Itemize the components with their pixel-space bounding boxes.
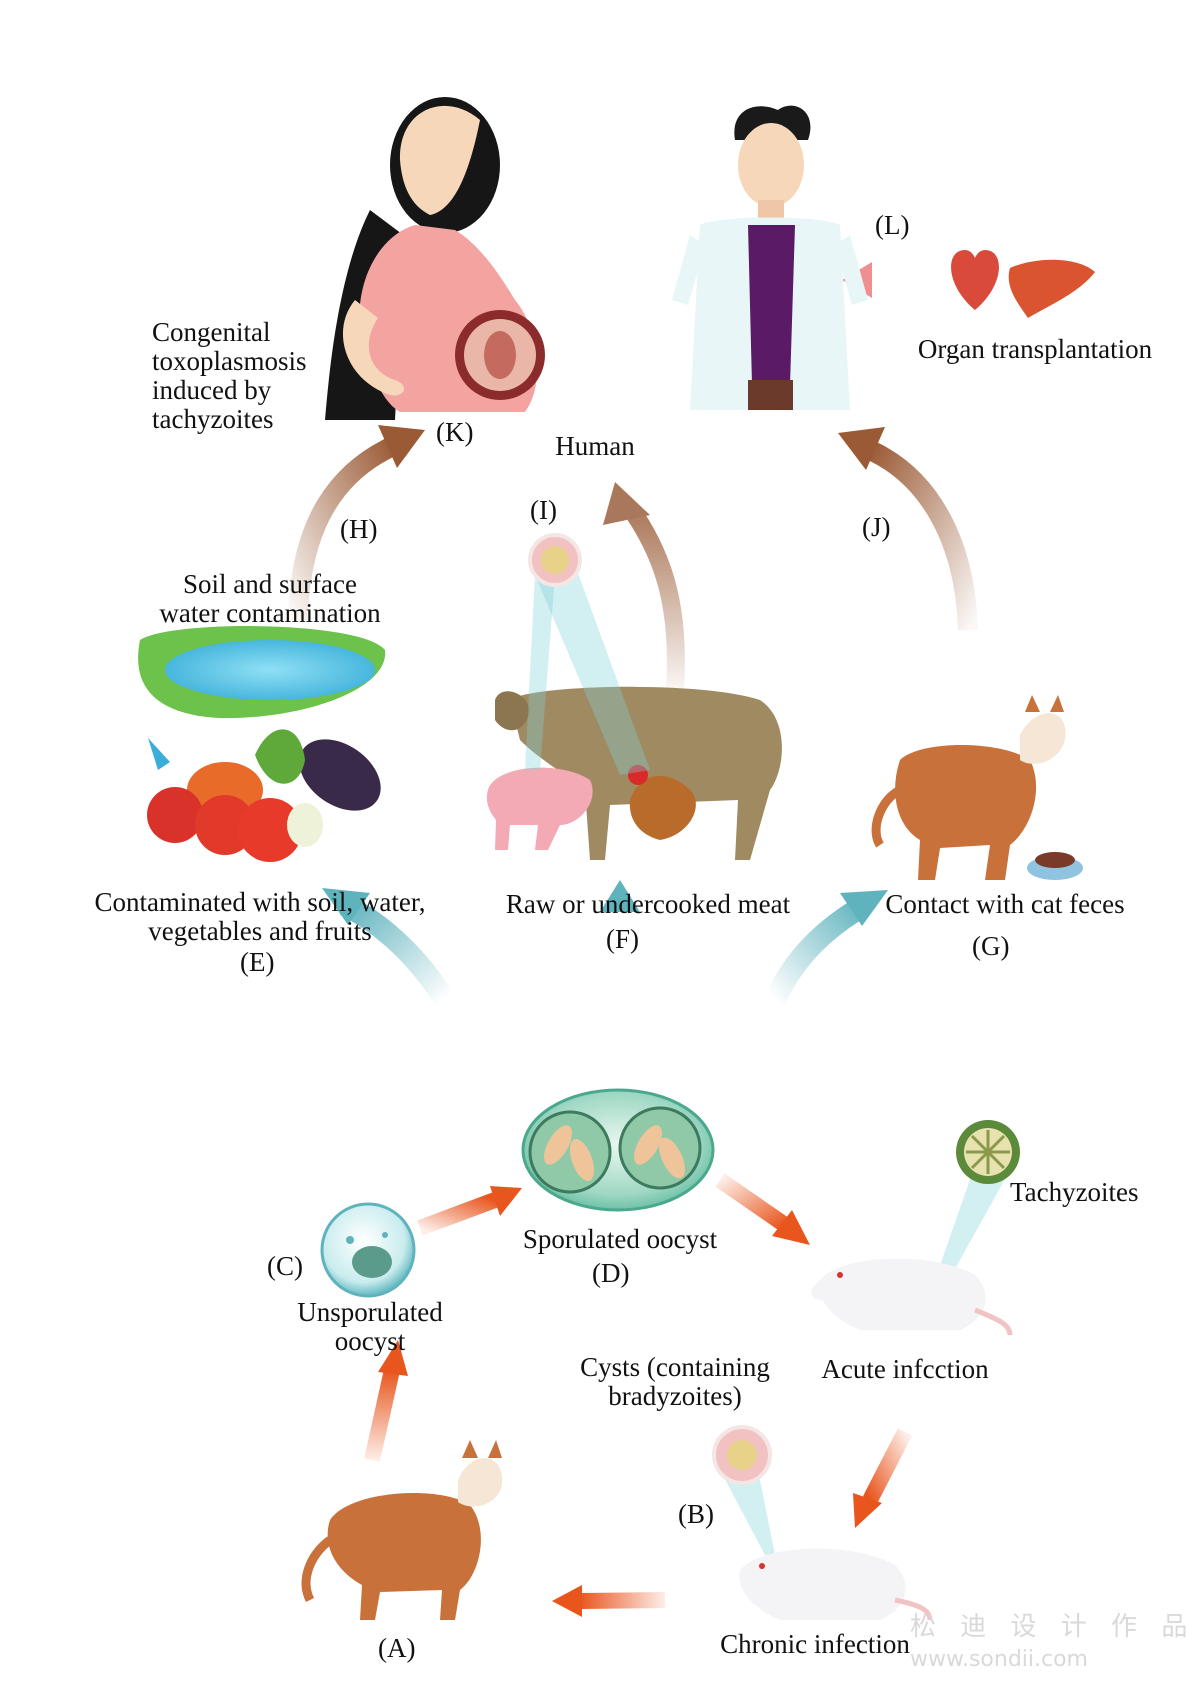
orange-arrow-acute-to-chronic xyxy=(862,1428,913,1504)
orange-arrow-A-to-C xyxy=(364,1368,400,1462)
cysts-line-1: Cysts (containing xyxy=(580,1352,770,1382)
congenital-line-4: tachyzoites xyxy=(152,404,274,434)
brown-arrow-I xyxy=(627,510,685,691)
orange-arrow-head-acute-to-chronic xyxy=(853,1493,882,1528)
brown-arrow-head-H xyxy=(378,425,425,468)
organ-illustration xyxy=(951,250,1095,318)
orange-arrow-head-A-to-C xyxy=(378,1340,408,1376)
meat-cyst-magnifier xyxy=(525,533,650,775)
orange-arrow-head-C-to-D xyxy=(490,1186,522,1216)
congenital-line-2: toxoplasmosis xyxy=(152,346,307,376)
cat-with-food-bowl-illustration xyxy=(871,695,1083,880)
teal-arrow-to-G xyxy=(764,895,871,1005)
sporulated-oocyst-illustration xyxy=(521,1088,715,1212)
human-label: Human xyxy=(555,431,635,461)
unsporulated-line-2: oocyst xyxy=(334,1326,406,1356)
brown-arrow-head-J xyxy=(838,427,885,470)
teal-arrow-head-E xyxy=(322,888,370,925)
marker-J: (J) xyxy=(862,512,891,542)
contaminated-line-2: vegetables and fruits xyxy=(148,916,372,946)
watermark-cn: 松 迪 设 计 作 品 xyxy=(910,1612,1196,1642)
brown-arrow-J xyxy=(865,440,978,631)
chronic-infection-rat-illustration xyxy=(712,1425,933,1621)
contaminated-label: Contaminated with soil, water, vegetable… xyxy=(30,888,490,946)
unsporulated-line-1: Unsporulated xyxy=(297,1297,443,1327)
organ-transplantation-label: Organ transplantation xyxy=(917,334,1153,364)
acute-infection-rat-illustration xyxy=(811,1120,1020,1336)
orange-arrows xyxy=(364,1173,913,1617)
congenital-line-3: induced by xyxy=(152,375,272,405)
cysts-line-2: bradyzoites) xyxy=(608,1381,742,1411)
pond-illustration xyxy=(138,626,386,719)
cysts-label: Cysts (containing bradyzoites) xyxy=(555,1353,795,1411)
marker-I: (I) xyxy=(530,495,557,525)
orange-arrow-chronic-to-A xyxy=(579,1592,666,1609)
watermark-url: www.sondii.com xyxy=(910,1647,1088,1672)
teal-arrow-head-G xyxy=(840,890,888,926)
marker-L: (L) xyxy=(875,210,910,240)
marker-K: (K) xyxy=(436,417,474,447)
unsporulated-oocyst-label: Unsporulated oocyst xyxy=(270,1298,470,1356)
human-man-illustration xyxy=(672,105,868,410)
teal-arrows xyxy=(322,880,888,1006)
marker-E: (E) xyxy=(240,947,275,977)
teal-arrow-head-F xyxy=(600,880,640,912)
brown-arrow-head-I xyxy=(603,482,650,525)
vegetables-illustration xyxy=(147,729,381,862)
livestock-illustration xyxy=(486,686,782,860)
contaminated-line-1: Contaminated with soil, water, xyxy=(94,887,426,917)
marker-H: (H) xyxy=(340,514,378,544)
marker-F: (F) xyxy=(606,924,639,954)
marker-B: (B) xyxy=(678,1499,714,1529)
orange-arrow-head-D-to-mouse xyxy=(772,1210,810,1245)
orange-arrow-D-to-mouse xyxy=(715,1173,790,1232)
marker-D: (D) xyxy=(592,1258,630,1288)
brown-arrow-H xyxy=(288,435,400,621)
cat-illustration xyxy=(301,1440,503,1620)
congenital-line-1: Congenital xyxy=(152,317,271,347)
soil-water-label: Soil and surface water contamination xyxy=(120,570,420,628)
sporulated-oocyst-label: Sporulated oocyst xyxy=(522,1224,718,1254)
chronic-infection-label: Chronic infection xyxy=(720,1629,910,1659)
marker-A: (A) xyxy=(378,1633,416,1663)
tachyzoites-label: Tachyzoites xyxy=(1010,1177,1139,1207)
pregnant-woman-illustration xyxy=(325,97,545,420)
congenital-toxoplasmosis-label: Congenital toxoplasmosis induced by tach… xyxy=(152,318,307,434)
raw-meat-label: Raw or undercooked meat xyxy=(505,889,791,919)
cat-feces-label: Contact with cat feces xyxy=(885,889,1125,919)
brown-arrows xyxy=(288,425,978,691)
marker-G: (G) xyxy=(972,931,1010,961)
unsporulated-oocyst-illustration xyxy=(320,1202,416,1298)
orange-arrow-C-to-D xyxy=(417,1192,498,1236)
acute-infection-label: Acute infcction xyxy=(821,1354,989,1384)
marker-C: (C) xyxy=(267,1251,303,1281)
teal-arrow-to-E xyxy=(339,895,455,1006)
orange-arrow-head-chronic-to-A xyxy=(552,1585,582,1617)
soil-water-line-1: Soil and surface xyxy=(183,569,357,599)
soil-water-line-2: water contamination xyxy=(159,598,381,628)
